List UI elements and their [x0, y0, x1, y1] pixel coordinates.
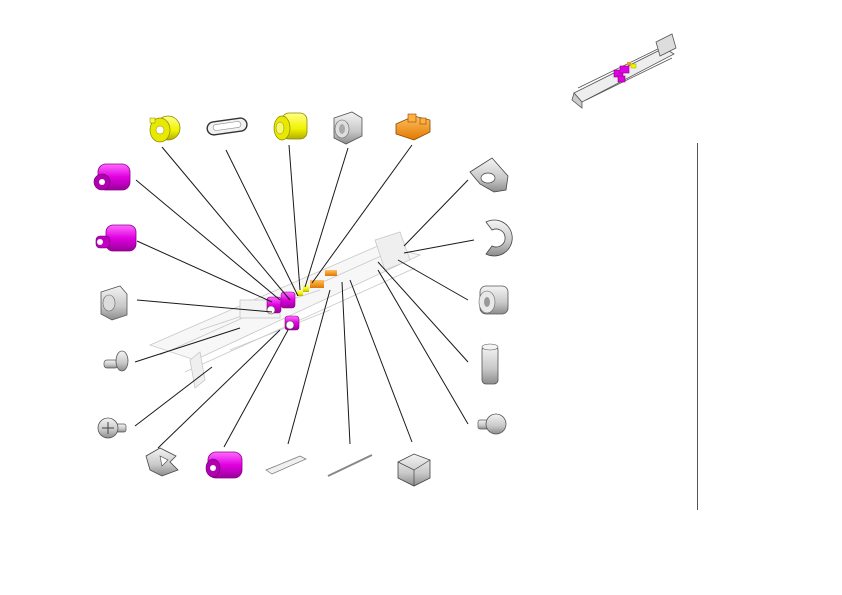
gear-top-1	[149, 115, 181, 143]
gray-bushing-icon	[100, 285, 128, 321]
sensor-block-icon	[397, 453, 431, 487]
overview-thumbnail	[556, 8, 680, 136]
orange-bracket-icon	[395, 113, 431, 141]
bushing-left	[100, 285, 128, 321]
rod-icon	[327, 454, 373, 477]
magenta-roller-icon	[93, 163, 131, 191]
central-assembly	[148, 231, 422, 389]
bushing-top	[333, 111, 363, 145]
central-colored-parts	[266, 270, 337, 331]
bushing-right	[478, 285, 509, 315]
overview-assembly-icon	[571, 33, 677, 109]
eclip-right	[485, 219, 513, 257]
tube-right	[481, 343, 499, 385]
bracket-top	[395, 113, 431, 141]
yellow-gear-icon	[149, 115, 181, 143]
roller-top-left	[93, 163, 131, 191]
clip-bottom-left	[145, 447, 179, 477]
roller-bottom	[205, 451, 243, 479]
pin-icon	[103, 350, 129, 372]
screw-left	[97, 417, 127, 439]
magenta-roller-icon	[205, 451, 243, 479]
rod-bottom	[327, 454, 373, 477]
yellow-gear-icon	[273, 112, 308, 141]
lever-right	[469, 157, 509, 193]
link-icon	[206, 117, 248, 136]
plate-icon	[265, 455, 307, 475]
pin-left	[103, 350, 129, 372]
divider-line	[697, 143, 698, 510]
screw-icon	[97, 417, 127, 439]
roller-left-mid	[95, 224, 137, 252]
link-top	[206, 117, 248, 136]
plate-bottom	[265, 455, 307, 475]
sensor-bottom	[397, 453, 431, 487]
tube-icon	[481, 343, 499, 385]
e-ring-icon	[485, 219, 513, 257]
leader-lines	[134, 144, 475, 449]
lever-icon	[469, 157, 509, 193]
gear-top-2	[273, 112, 308, 141]
gray-bushing-icon	[333, 111, 363, 145]
screw-icon	[477, 413, 507, 435]
gray-bushing-icon	[478, 285, 509, 315]
screw-right	[477, 413, 507, 435]
clip-icon	[145, 447, 179, 477]
magenta-roller-shaft-icon	[95, 224, 137, 252]
